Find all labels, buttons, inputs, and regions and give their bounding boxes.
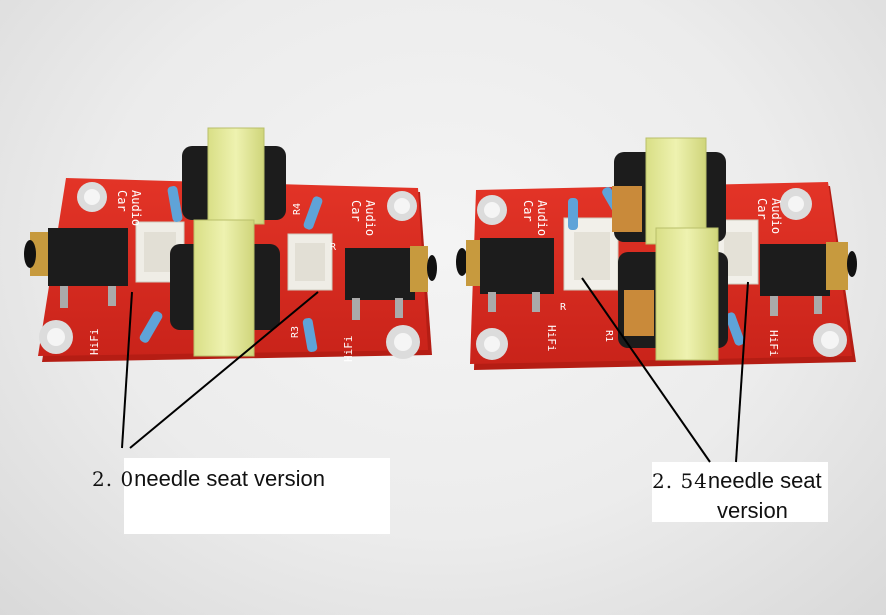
label-background-right bbox=[652, 462, 828, 522]
left-board: Car Audio Car Audio R4 R3 R HiFi HiFi bbox=[24, 127, 437, 363]
hifi-logo: HiFi bbox=[342, 336, 355, 363]
silk-text: R1 bbox=[603, 330, 614, 342]
pin-header-connector-icon bbox=[287, 233, 333, 291]
annotation-left: 2. 0needle seat version bbox=[92, 464, 325, 494]
annotation-right-text-line1: needle seat bbox=[707, 468, 822, 493]
transformer-icon bbox=[170, 219, 280, 357]
silk-text: R4 bbox=[292, 203, 303, 215]
right-board: Car Audio Car Audio R1 R HiFi HiFi bbox=[456, 137, 857, 370]
hifi-logo: HiFi bbox=[88, 329, 101, 356]
audio-jack-icon bbox=[760, 242, 857, 316]
transformer-icon bbox=[612, 137, 726, 245]
annotation-right-line1: 2. 54needle seat bbox=[652, 466, 822, 496]
pointer-line bbox=[735, 281, 749, 463]
annotation-left-text: needle seat version bbox=[134, 466, 325, 491]
silk-text: R bbox=[330, 242, 337, 253]
annotation-right-number: 2. 54 bbox=[652, 469, 708, 493]
silk-text: Audio bbox=[129, 190, 143, 226]
silk-text: Audio bbox=[535, 200, 549, 236]
pointer-line bbox=[121, 291, 133, 449]
hifi-logo: HiFi bbox=[545, 325, 558, 352]
annotation-right-text-line2: version bbox=[717, 498, 788, 523]
silk-text: R3 bbox=[290, 326, 301, 338]
silk-text: R bbox=[560, 302, 567, 313]
annotation-left-number: 2. 0 bbox=[92, 467, 135, 491]
audio-jack-icon bbox=[345, 246, 437, 320]
hifi-logo: HiFi bbox=[767, 330, 780, 357]
label-background-left bbox=[124, 458, 390, 534]
transformer-icon bbox=[618, 227, 728, 361]
audio-jack-icon bbox=[24, 228, 128, 308]
silk-text: Audio bbox=[363, 200, 377, 236]
resistor-icon bbox=[139, 186, 323, 352]
silk-text: Car bbox=[755, 198, 769, 220]
silk-text: Car bbox=[521, 200, 535, 222]
pointer-line bbox=[581, 277, 711, 463]
silk-text: Car bbox=[349, 200, 363, 222]
silk-text: Car bbox=[115, 190, 129, 212]
pointer-line bbox=[129, 291, 319, 449]
audio-jack-icon bbox=[456, 238, 554, 312]
silk-text: Audio bbox=[769, 198, 783, 234]
